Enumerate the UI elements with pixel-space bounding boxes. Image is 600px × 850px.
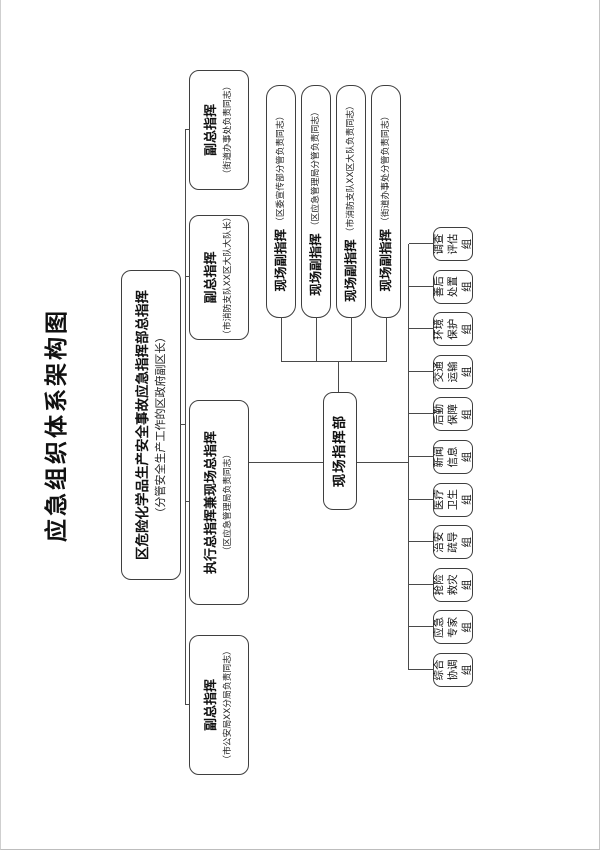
connector-hub-to-deputies — [338, 362, 339, 392]
group-box-coordination: 综合协调组 — [433, 653, 473, 687]
site-deputy-subtitle: （市消防支队XX区大队负责同志） — [346, 101, 356, 237]
connector-rail-deputies — [281, 361, 386, 362]
deputy-commander-subtitle: （市公安局XX分局负责同志） — [222, 646, 233, 764]
group-box-aftermath: 善后处置组 — [433, 269, 473, 304]
site-deputy-subtitle: （区应急管理局分管负责同志） — [311, 107, 321, 231]
group-box-medical: 医疗卫生组 — [433, 482, 473, 517]
group-box-rescue: 抢险救灾组 — [433, 567, 473, 602]
site-deputy-subdistrict-box: 现场副指挥 （街道办事处分管负责同志） — [371, 85, 401, 318]
site-deputy-title: 现场副指挥 — [343, 239, 359, 302]
group-box-environment: 环境保护组 — [433, 312, 473, 347]
root-commander-title: 区危险化学品生产安全事故应急指挥部总指挥 — [134, 290, 151, 560]
site-deputy-title: 现场副指挥 — [273, 228, 289, 292]
deputy-commander-police-box: 副总指挥 （市公安局XX分局负责同志） — [189, 635, 249, 775]
group-box-security: 治安疏导组 — [433, 525, 473, 560]
deputy-commander-title: 副总指挥 — [204, 104, 220, 157]
deputy-commander-subtitle: （市消防支队XX区大队大队长） — [222, 212, 233, 339]
deputy-commander-title: 副总指挥 — [204, 251, 220, 304]
connector-exec-to-hub — [249, 462, 323, 463]
executive-commander-box: 执行总指挥兼现场总指挥 （区应急管理局负责同志） — [189, 400, 249, 605]
site-deputy-subtitle: （街道办事处分管负责同志） — [381, 111, 391, 226]
site-deputy-propaganda-box: 现场副指挥 （区委宣传部分管负责同志） — [266, 85, 296, 318]
executive-commander-subtitle: （区应急管理局负责同志） — [222, 449, 233, 556]
group-box-investigation: 调查评估组 — [433, 227, 473, 262]
field-command-post-box: 现场指挥部 — [323, 392, 357, 510]
connector-rail-level2 — [185, 130, 186, 705]
group-box-experts: 应急专家组 — [433, 610, 473, 645]
root-commander-box: 区危险化学品生产安全事故应急指挥部总指挥 （分管安全生产工作的区政府副区长） — [121, 270, 181, 580]
deputy-commander-subtitle: （街道办事处负责同志） — [222, 81, 233, 179]
group-box-transport: 交通运输组 — [433, 354, 473, 389]
site-deputy-emergency-bureau-box: 现场副指挥 （区应急管理局分管负责同志） — [301, 85, 331, 318]
site-deputy-title: 现场副指挥 — [308, 233, 324, 296]
deputy-commander-subdistrict-box: 副总指挥 （街道办事处负责同志） — [189, 70, 249, 190]
site-deputy-title: 现场副指挥 — [378, 228, 394, 292]
site-deputy-fire-brigade-box: 现场副指挥 （市消防支队XX区大队负责同志） — [336, 85, 366, 318]
root-commander-subtitle: （分管安全生产工作的区政府副区长） — [153, 331, 167, 519]
working-groups-row: 调查评估组 善后处置组 环境保护组 交通运输组 后勤保障组 新闻信息组 医疗卫生… — [433, 227, 473, 687]
group-box-logistics: 后勤保障组 — [433, 397, 473, 432]
deputy-commander-fire-box: 副总指挥 （市消防支队XX区大队大队长） — [189, 212, 249, 340]
chart-title: 应急组织体系架构图 — [44, 308, 70, 542]
field-command-post-title: 现场指挥部 — [331, 414, 348, 488]
connector-hub-to-groups — [357, 462, 408, 463]
executive-commander-title: 执行总指挥兼现场总指挥 — [204, 431, 220, 575]
site-deputy-subtitle: （区委宣传部分管负责同志） — [276, 111, 286, 226]
group-box-news: 新闻信息组 — [433, 440, 473, 475]
deputy-commander-title: 副总指挥 — [204, 679, 220, 732]
